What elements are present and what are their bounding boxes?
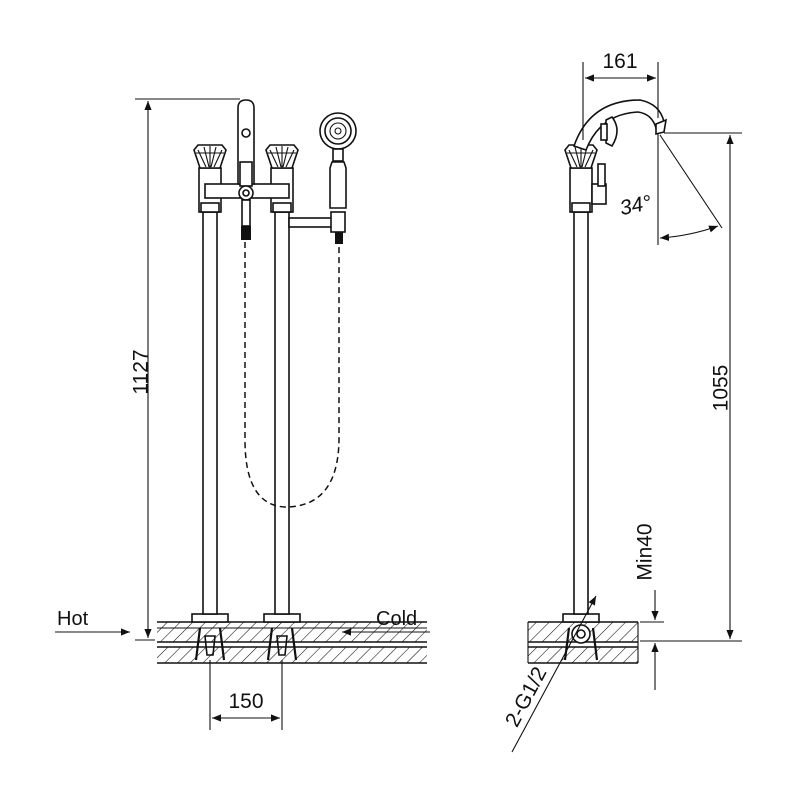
side-base-flange xyxy=(562,613,600,661)
side-view xyxy=(527,99,668,664)
inlet-thread-label: 2-G1/2 xyxy=(501,663,551,730)
hot-label: Hot xyxy=(57,608,89,630)
spout-reach-dimension: 161 xyxy=(602,50,637,73)
cold-handle xyxy=(265,144,299,169)
inlet-spacing-dimension: 150 xyxy=(228,690,263,713)
side-dimension-lines xyxy=(511,62,742,753)
side-handle xyxy=(564,144,598,169)
front-spout-column xyxy=(237,99,255,240)
hand-shower xyxy=(319,112,357,209)
hand-shower-bracket xyxy=(288,211,346,244)
overall-height-dimension: 1127 xyxy=(130,349,153,394)
hot-riser-pipe xyxy=(202,211,218,615)
front-view xyxy=(157,99,427,664)
angle-label: 34° xyxy=(618,191,654,220)
side-riser-pipe xyxy=(573,211,589,615)
min-depth-dimension: Min40 xyxy=(634,523,657,580)
side-valve-body xyxy=(569,163,607,213)
shower-hose xyxy=(244,242,340,508)
hot-handle xyxy=(193,144,227,169)
cold-label: Cold xyxy=(376,608,417,630)
front-floor-hatch xyxy=(157,621,427,664)
spout-height-dimension: 1055 xyxy=(710,365,733,412)
front-dimension-lines xyxy=(55,98,430,730)
cold-riser-pipe xyxy=(274,211,290,615)
side-spout xyxy=(572,99,668,151)
